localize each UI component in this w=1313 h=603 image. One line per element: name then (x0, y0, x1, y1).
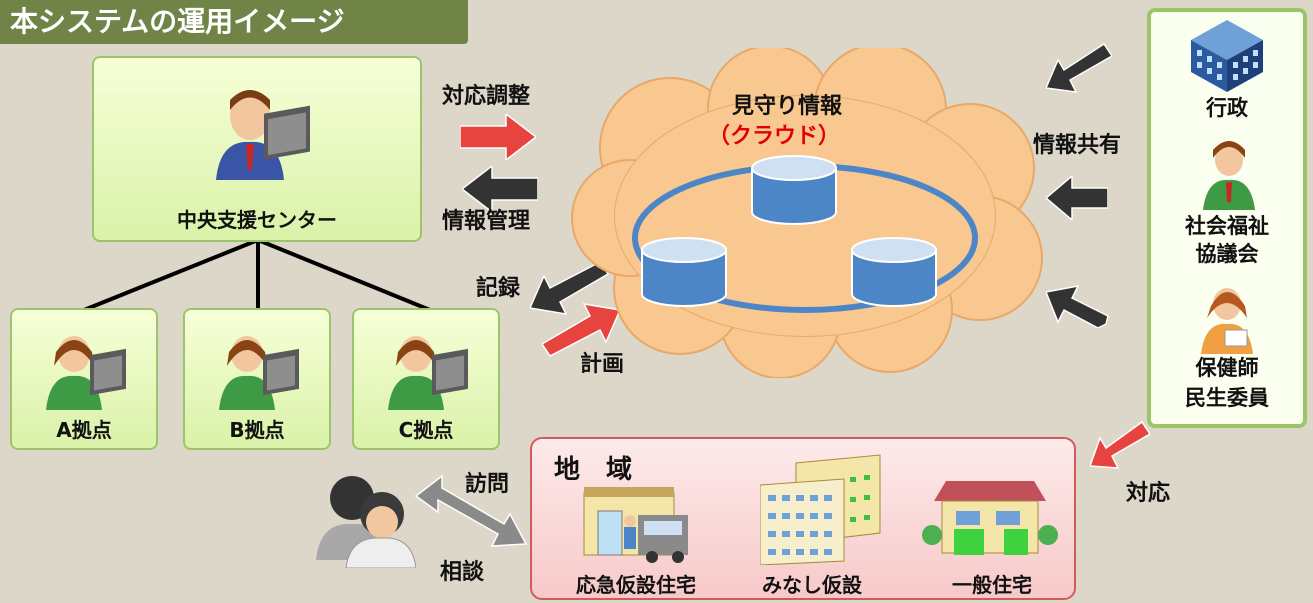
arrow-label-coordinate: 対応調整 (442, 84, 531, 109)
partner-label: 保健師 (1195, 356, 1259, 380)
base-label: B拠点 (229, 418, 285, 442)
page-title: 本システムの運用イメージ (0, 0, 468, 44)
arrow-label-consult: 相談 (440, 560, 485, 585)
cloud-title: 見守り情報 (732, 94, 843, 119)
partner-label: 民生委員 (1185, 386, 1269, 410)
left-arrow-icon (1046, 176, 1108, 220)
down-left-arrow-icon (1046, 42, 1112, 93)
base-b-box: B拠点 (183, 308, 331, 450)
house-icon (922, 481, 1058, 555)
arrow-label-manage: 情報管理 (442, 209, 531, 234)
left-arrow-icon (462, 166, 538, 212)
operator-icon (46, 336, 126, 410)
region-item-label: 応急仮設住宅 (576, 573, 696, 597)
operator-icon (219, 336, 299, 410)
base-label: C拠点 (398, 418, 454, 442)
partner-label: 行政 (1206, 96, 1248, 120)
arrow-label-record: 記録 (476, 276, 521, 301)
apartment-icon (760, 454, 881, 565)
up-left-arrow-icon (1046, 284, 1109, 328)
up-right-arrow-icon (542, 303, 622, 357)
down-left-arrow-icon (1090, 420, 1150, 469)
base-a-box: A拠点 (10, 308, 158, 450)
arrow-label-plan: 計画 (580, 352, 625, 377)
right-arrow-icon (460, 114, 536, 160)
center-label: 中央支援センター (177, 208, 337, 232)
region-title: 地 域 (554, 455, 633, 485)
down-left-arrow-icon (530, 261, 610, 315)
double-arrow-icon (414, 474, 528, 547)
region-box: 地 域 応急仮設住宅 みなし仮設 一般住 (530, 437, 1076, 600)
cloud-subtitle: （クラウド） (708, 124, 841, 149)
database-icon (751, 155, 837, 225)
operator-icon (216, 90, 310, 180)
arrow-label-visit: 訪問 (465, 472, 510, 497)
arrow-label-respond: 対応 (1126, 481, 1171, 506)
database-icon (641, 237, 727, 307)
center-box: 中央支援センター (92, 56, 422, 242)
base-label: A拠点 (56, 418, 112, 442)
partner-panel: 行政 社会福祉 協議会 保健師 民生委員 (1147, 8, 1307, 428)
region-item-label: みなし仮設 (762, 573, 862, 597)
region-item-label: 一般住宅 (952, 573, 1032, 597)
staff-icon (1203, 141, 1255, 210)
database-icon (851, 237, 937, 307)
partner-label: 社会福祉 (1185, 214, 1269, 238)
base-c-box: C拠点 (352, 308, 500, 450)
partner-label: 協議会 (1195, 242, 1259, 266)
nurse-icon (1201, 288, 1253, 354)
operator-icon (388, 336, 468, 410)
people-icon (316, 476, 416, 568)
building-icon (1191, 20, 1263, 92)
arrow-label-share: 情報共有 (1033, 133, 1122, 158)
temporary-housing-icon (583, 487, 688, 563)
